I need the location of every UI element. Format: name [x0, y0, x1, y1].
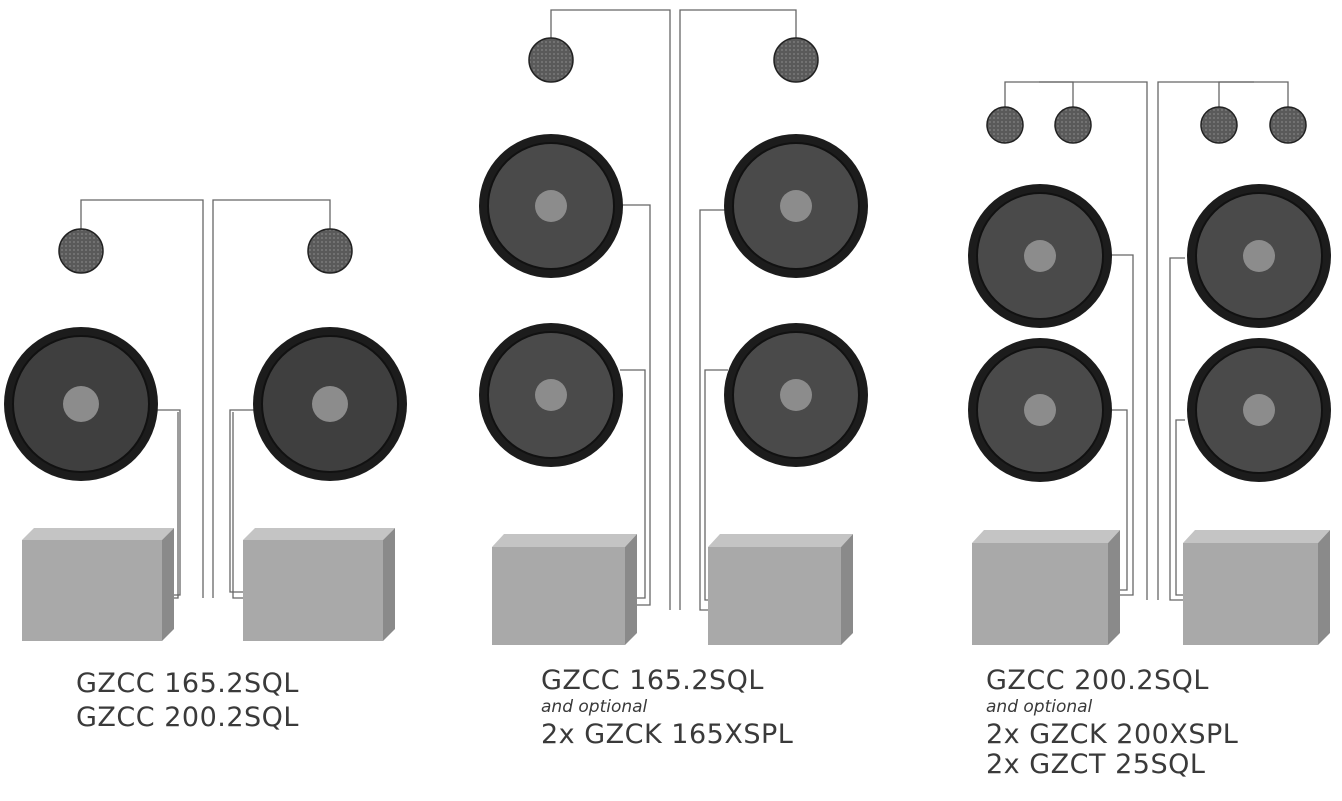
- wire: [620, 369, 646, 599]
- woofer-icon: [479, 134, 623, 278]
- woofer-icon: [968, 184, 1112, 328]
- wire: [173, 412, 179, 599]
- wire: [1169, 257, 1185, 601]
- tweeter-icon: [1200, 106, 1238, 144]
- optional-note: and optional: [986, 697, 1093, 717]
- config-c-caption: GZCC 200.2SQL and optional 2x GZCK 200XS…: [986, 666, 1238, 780]
- woofer-icon: [1187, 184, 1331, 328]
- model-label: GZCC 165.2SQL: [76, 668, 299, 699]
- wire: [155, 409, 181, 596]
- tweeter-icon: [1054, 106, 1092, 144]
- amplifier-box: [708, 534, 853, 645]
- wire: [1157, 81, 1254, 600]
- wire: [1175, 419, 1185, 596]
- amplifier-box: [243, 528, 395, 641]
- amplifier-box: [492, 534, 637, 645]
- config-a-diagram: [80, 199, 331, 599]
- woofer-icon: [1187, 338, 1331, 482]
- wire: [704, 369, 728, 601]
- config-c-diagram: [1004, 81, 1289, 601]
- model-label: GZCC 165.2SQL: [541, 665, 764, 696]
- config-a-caption: GZCC 165.2SQL GZCC 200.2SQL: [76, 667, 299, 735]
- wire: [550, 9, 671, 610]
- tweeter-icon: [528, 37, 574, 83]
- woofer-icon: [724, 134, 868, 278]
- tweeter-icon: [986, 106, 1024, 144]
- amplifier-box: [1183, 530, 1330, 645]
- model-label: GZCC 200.2SQL: [76, 702, 299, 733]
- woofer-icon: [253, 327, 407, 481]
- model-label: GZCC 200.2SQL: [986, 665, 1209, 696]
- woofer-icon: [968, 338, 1112, 482]
- tweeter-icon: [773, 37, 819, 83]
- wire: [679, 9, 797, 610]
- woofer-icon: [724, 323, 868, 467]
- tweeter-icon: [1269, 106, 1307, 144]
- optional-note: and optional: [541, 697, 648, 717]
- amplifier-box: [972, 530, 1120, 645]
- tweeter-icon: [307, 228, 353, 274]
- optional-model-label: 2x GZCK 165XSPL: [541, 719, 794, 750]
- amplifier-box: [22, 528, 174, 641]
- wire: [229, 409, 263, 593]
- config-b-diagram: [550, 9, 797, 611]
- optional-model-label: 2x GZCT 25SQL: [986, 749, 1206, 780]
- optional-model-label: 2x GZCK 200XSPL: [986, 719, 1239, 750]
- wire: [1107, 409, 1128, 591]
- config-b-caption: GZCC 165.2SQL and optional 2x GZCK 165XS…: [541, 666, 793, 750]
- wire: [80, 199, 204, 598]
- woofer-icon: [4, 327, 158, 481]
- wire: [699, 209, 728, 611]
- wire: [1107, 254, 1134, 596]
- wire: [232, 412, 243, 599]
- wire: [620, 204, 651, 606]
- tweeter-icon: [58, 228, 104, 274]
- woofer-icon: [479, 323, 623, 467]
- wire: [212, 199, 331, 598]
- wire: [1039, 81, 1148, 600]
